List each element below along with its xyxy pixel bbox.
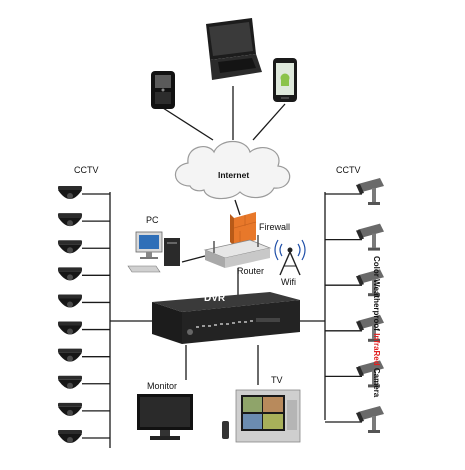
connection-lines [82, 86, 362, 448]
link-pc-router [181, 255, 206, 263]
tv-label: TV [271, 375, 283, 385]
dvr-icon [152, 292, 300, 344]
camera-caption-suffix: Camera [372, 365, 381, 398]
left-camera-column [58, 186, 82, 443]
firewall-icon [230, 212, 257, 246]
dome-camera-icon [58, 348, 82, 362]
cctv-left-label: CCTV [74, 165, 99, 175]
bullet-camera-icon [356, 178, 384, 205]
wifi-tower-icon [274, 239, 306, 276]
dome-camera-icon [58, 402, 82, 416]
monitor-icon [137, 394, 193, 440]
bullet-camera-icon [356, 314, 384, 342]
bullet-camera-icon [356, 406, 384, 433]
internet-cloud [174, 140, 291, 200]
right-camera-column [356, 178, 384, 433]
bullet-camera-icon [356, 223, 384, 251]
dome-camera-icon [58, 321, 82, 335]
monitor-label: Monitor [147, 381, 178, 391]
router-icon [203, 235, 272, 268]
tv-icon [222, 389, 301, 443]
dome-camera-icon [58, 240, 82, 254]
dvr-label: DVR [204, 293, 226, 304]
dome-camera-icon [58, 430, 82, 443]
laptop-icon [206, 18, 262, 80]
pc-icon [127, 231, 180, 273]
dome-camera-icon [58, 294, 82, 308]
blackberry-phone-icon [151, 71, 175, 109]
link-phone-right [252, 103, 286, 141]
dome-camera-icon [58, 213, 82, 227]
cctv-right-label: CCTV [336, 165, 361, 175]
camera-caption: Color Weatherproof InfraRed Camera [372, 256, 381, 397]
bullet-camera-icon [356, 269, 384, 297]
camera-caption-highlight: InfraRed [372, 333, 381, 366]
dome-camera-icon [58, 267, 82, 281]
android-phone-icon [273, 58, 297, 102]
dome-camera-icon [58, 375, 82, 389]
link-phone-left [162, 107, 214, 141]
firewall-label: Firewall [259, 222, 291, 232]
wifi-label: Wifi [281, 277, 296, 287]
dome-camera-icon [58, 186, 82, 199]
bullet-camera-icon [356, 360, 384, 388]
router-label: Router [237, 266, 265, 276]
camera-caption-prefix: Color Weatherproof [372, 256, 381, 334]
pc-label: PC [146, 215, 159, 225]
link-internet-firewall [234, 199, 241, 216]
internet-label: Internet [218, 170, 250, 180]
